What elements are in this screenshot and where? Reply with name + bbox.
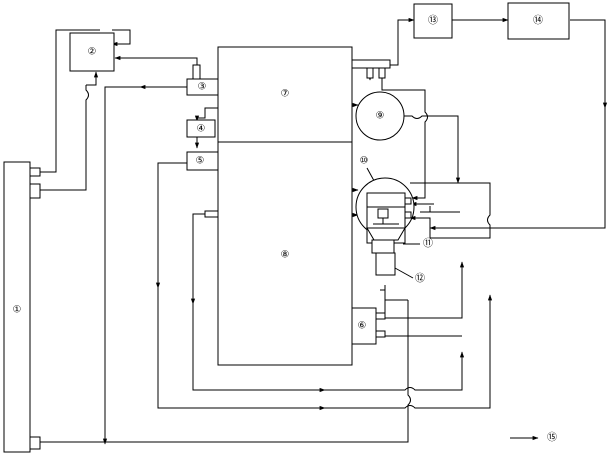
label-10: ⑩ <box>360 156 369 167</box>
label-15: ⑮ <box>547 432 557 444</box>
label-3: ③ <box>198 82 207 93</box>
label-7: ⑦ <box>281 89 290 100</box>
label-12: ⑫ <box>415 273 425 285</box>
component-4: ④ <box>186 119 216 138</box>
component-9: ⑨ <box>355 91 405 141</box>
label-11: ⑪ <box>423 238 433 250</box>
component-13: ⑬ <box>413 3 453 39</box>
label-8: ⑧ <box>281 250 290 261</box>
legend: ⑮ <box>510 432 557 444</box>
label-1: ① <box>13 305 22 316</box>
component-6: ⑥ <box>351 307 386 345</box>
label-5: ⑤ <box>196 156 205 167</box>
component-12: ⑫ <box>371 239 425 285</box>
component-3: ③ <box>186 64 219 96</box>
label-4: ④ <box>197 124 206 135</box>
label-6: ⑥ <box>358 321 367 332</box>
component-5: ⑤ <box>186 151 219 171</box>
label-13: ⑬ <box>428 15 438 27</box>
component-10: ⑩ <box>355 156 415 244</box>
component-1: ① <box>3 161 41 453</box>
main-tank: ⑦ ⑧ <box>204 46 391 366</box>
label-14: ⑭ <box>533 15 543 27</box>
label-2: ② <box>88 47 97 58</box>
component-2: ② <box>69 32 115 72</box>
label-9: ⑨ <box>376 111 385 122</box>
component-14: ⑭ <box>507 2 570 40</box>
